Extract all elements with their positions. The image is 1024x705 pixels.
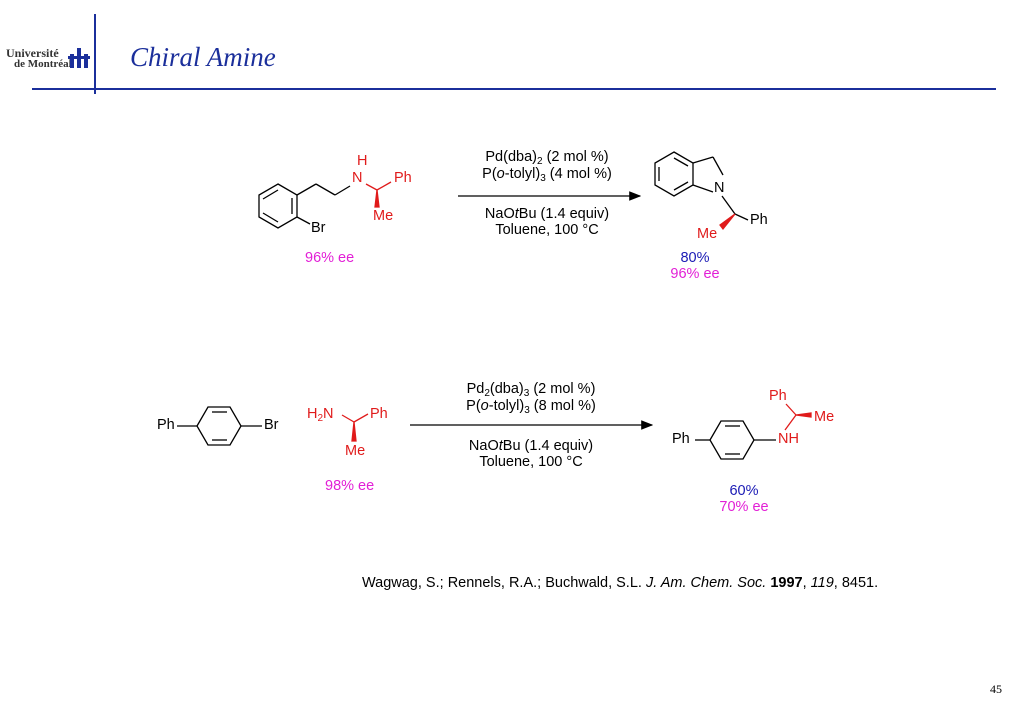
reaction1-product-ee: 96% ee	[670, 266, 720, 282]
reaction2-aryl-br: Br	[264, 417, 279, 433]
reaction1-catalyst: Pd(dba)2 (2 mol %)	[485, 149, 609, 167]
header-vertical-rule	[94, 14, 96, 94]
reaction2-aryl-ph: Ph	[157, 417, 175, 433]
reaction1-amine-h: H	[357, 153, 368, 169]
reaction2-solvent: Toluene, 100 °C	[479, 454, 583, 470]
reaction2-amine-ph: Ph	[370, 406, 388, 422]
reaction2-product-chiral-center	[784, 403, 812, 431]
logo-emblem-icon	[68, 48, 90, 68]
reaction2-product-ph: Ph	[672, 431, 690, 447]
reaction1-starting-material	[258, 183, 351, 229]
reaction1-br: Br	[311, 220, 326, 236]
reaction1-yield: 80%	[680, 250, 710, 266]
page-title: Chiral Amine	[130, 42, 276, 72]
reaction1-product-me: Me	[697, 226, 718, 242]
reaction2-product-top-ph: Ph	[769, 388, 787, 404]
reaction1-base: NaOtBu (1.4 equiv)	[484, 206, 610, 222]
reaction2-amine	[341, 413, 369, 442]
reaction1-product-chiral-center	[719, 195, 749, 231]
reaction1-amine-me: Me	[373, 208, 394, 224]
reaction1-product	[654, 151, 724, 197]
reaction2-amine-me: Me	[345, 443, 366, 459]
reaction2-amine-h2n: H2N	[307, 406, 334, 424]
literature-reference: Wagwag, S.; Rennels, R.A.; Buchwald, S.L…	[362, 575, 879, 591]
reaction2-product-me: Me	[814, 409, 835, 425]
reaction1-amine-ph: Ph	[394, 170, 412, 186]
reaction1-solvent: Toluene, 100 °C	[495, 222, 599, 238]
reaction2-starting-ee: 98% ee	[325, 478, 375, 494]
page-number: 45	[990, 682, 1002, 696]
reaction1-amine-n: N	[352, 170, 363, 186]
reaction2-product-nh: NH	[778, 431, 799, 447]
reaction2-product	[695, 420, 776, 460]
logo-line1: Université	[6, 46, 59, 60]
reaction2-base: NaOtBu (1.4 equiv)	[468, 438, 594, 454]
reaction2-product-ee: 70% ee	[719, 499, 769, 515]
header-horizontal-rule	[32, 88, 996, 90]
logo-line2: de Montréal	[14, 58, 72, 70]
reaction2-catalyst: Pd2(dba)3 (2 mol %)	[466, 381, 596, 399]
reaction1-starting-ee: 96% ee	[305, 250, 355, 266]
reaction2-ligand: P(o-tolyl)3 (8 mol %)	[466, 398, 596, 416]
reaction1-chiral-center	[365, 181, 392, 208]
reaction1-ligand: P(o-tolyl)3 (4 mol %)	[482, 166, 612, 184]
reaction1-product-ph: Ph	[750, 212, 768, 228]
university-logo: Université de Montréal	[6, 44, 96, 74]
reaction2-yield: 60%	[729, 483, 759, 499]
reaction1-product-n: N	[714, 180, 725, 196]
reaction2-aryl-bromide	[177, 406, 262, 446]
